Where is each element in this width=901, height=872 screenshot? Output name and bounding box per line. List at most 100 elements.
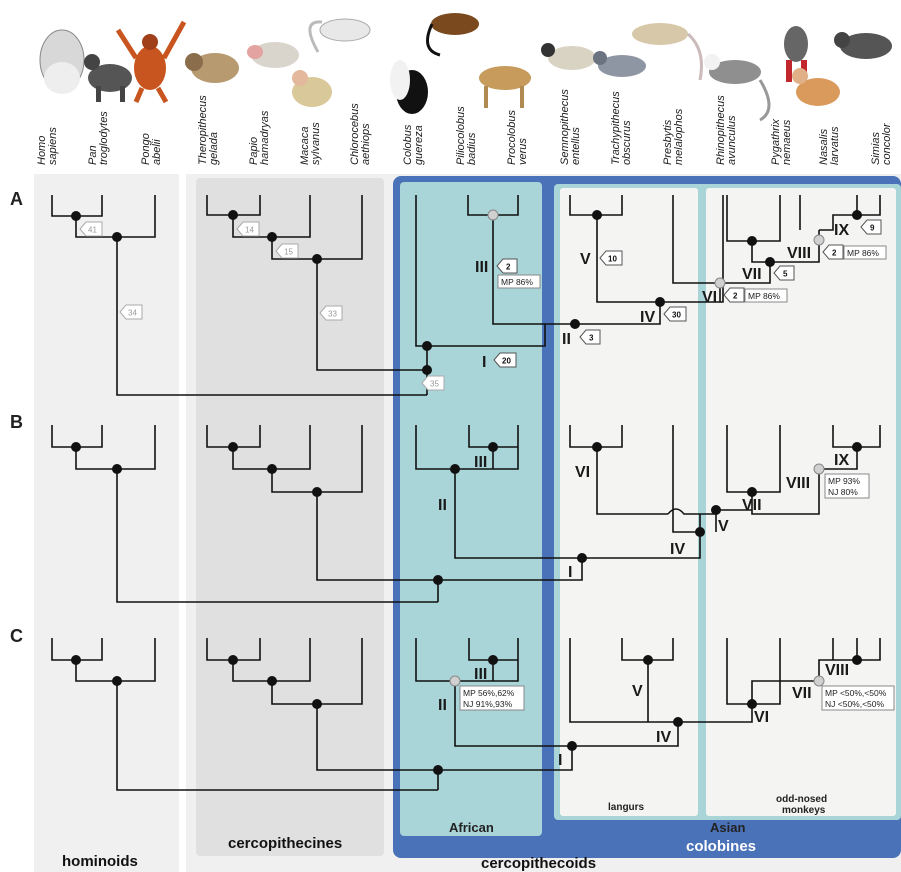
taxon-genus: Nasalis bbox=[818, 128, 830, 165]
node-uncertain bbox=[813, 234, 825, 246]
group-label-cercopithecines: cercopithecines bbox=[228, 835, 342, 852]
clade-label: IV bbox=[670, 541, 685, 558]
support-value: NJ 80% bbox=[828, 487, 858, 497]
langurs-box bbox=[560, 188, 698, 816]
clade-label: VI bbox=[754, 709, 769, 726]
panel-label-b: B bbox=[10, 412, 23, 432]
taxon-genus: Chlorocebus bbox=[349, 103, 361, 165]
taxon-species: abelii bbox=[151, 139, 163, 165]
group-label-asian: Asian bbox=[710, 820, 745, 835]
group-label-colobines: colobines bbox=[686, 838, 756, 855]
support-value: MP <50%,<50% bbox=[825, 688, 887, 698]
red-colobus-icon bbox=[426, 13, 479, 57]
support-badge: 9 bbox=[860, 219, 882, 235]
node bbox=[267, 676, 277, 686]
badge-value: 35 bbox=[430, 380, 439, 389]
node bbox=[228, 442, 238, 452]
clade-label: III bbox=[475, 259, 488, 276]
taxon-genus: Homo bbox=[36, 136, 48, 165]
taxon-genus: Procolobus bbox=[506, 109, 518, 165]
node bbox=[673, 717, 683, 727]
node-uncertain bbox=[487, 209, 499, 221]
node bbox=[112, 676, 122, 686]
panel-label-c: C bbox=[10, 626, 23, 646]
cercopithecines-box bbox=[196, 178, 384, 856]
hominoids-box bbox=[34, 174, 179, 872]
taxon-genus: Pygathrix bbox=[770, 119, 782, 165]
taxon-genus: Piliocolobus bbox=[455, 106, 467, 165]
clade-label: VIII bbox=[825, 662, 849, 679]
node bbox=[643, 655, 653, 665]
support-badge: 15 bbox=[275, 243, 299, 259]
badge-value: 2 bbox=[506, 263, 511, 272]
support-value: NJ <50%,<50% bbox=[825, 699, 885, 709]
taxon-species: avunculus bbox=[726, 115, 738, 165]
clade-label: VI bbox=[575, 464, 590, 481]
support-badge: 14 bbox=[236, 221, 260, 237]
taxon-genus: Macaca bbox=[299, 126, 311, 165]
vervet-icon bbox=[308, 18, 371, 53]
clade-label: II bbox=[562, 331, 571, 348]
node bbox=[592, 210, 602, 220]
support-value: MP 56%,62% bbox=[463, 688, 515, 698]
taxon-species: melalophos bbox=[673, 108, 685, 165]
badge-value: 30 bbox=[672, 311, 681, 320]
node-uncertain bbox=[449, 675, 461, 687]
support-badge: 33 bbox=[319, 305, 343, 321]
odd-nosed-box bbox=[706, 188, 896, 816]
support-badge: 5 bbox=[773, 265, 795, 281]
snub-nosed-icon bbox=[704, 54, 771, 122]
clade-label: II bbox=[438, 697, 447, 714]
group-label-african: African bbox=[449, 820, 494, 835]
node-uncertain bbox=[714, 277, 726, 289]
support-badge: 2 bbox=[723, 287, 745, 303]
dusky-langur-icon bbox=[593, 51, 646, 77]
clade-label: I bbox=[482, 354, 486, 371]
taxon-species: verus bbox=[517, 138, 529, 165]
node bbox=[228, 655, 238, 665]
clade-label: V bbox=[580, 251, 591, 268]
chimpanzee-icon bbox=[84, 54, 132, 102]
olive-colobus-icon bbox=[479, 66, 531, 108]
badge-value: 15 bbox=[284, 248, 293, 257]
taxon-genus: Theropithecus bbox=[197, 95, 209, 165]
node bbox=[422, 341, 432, 351]
node bbox=[228, 210, 238, 220]
baboon-icon bbox=[247, 42, 299, 68]
badge-value: 10 bbox=[608, 255, 617, 264]
panel-a-clade-labels: I II III IV V VI VII VIII IX bbox=[475, 222, 849, 371]
support-badge: 2 bbox=[496, 258, 518, 274]
panel-c-clade-labels: I II III IV V VI VII VIII MP 56%,62% NJ … bbox=[438, 662, 895, 769]
clade-label: III bbox=[474, 454, 487, 471]
taxon-species: concolor bbox=[881, 122, 893, 165]
clade-label: VI bbox=[702, 289, 717, 306]
group-label-hominoids: hominoids bbox=[62, 853, 138, 870]
clade-label: II bbox=[438, 497, 447, 514]
taxon-genus: Rhinopithecus bbox=[715, 95, 727, 165]
support-badge: 10 bbox=[599, 250, 623, 266]
badge-value: 9 bbox=[870, 224, 875, 233]
node bbox=[71, 655, 81, 665]
node bbox=[488, 442, 498, 452]
node bbox=[747, 699, 757, 709]
taxon-genus: Papio bbox=[248, 137, 260, 165]
node bbox=[312, 699, 322, 709]
badge-value: 34 bbox=[128, 309, 137, 318]
macaque-icon bbox=[292, 70, 332, 107]
group-label-langurs: langurs bbox=[608, 802, 645, 813]
badge-value: 41 bbox=[88, 226, 97, 235]
clade-label: VII bbox=[792, 685, 812, 702]
clade-label: IV bbox=[656, 729, 671, 746]
node bbox=[488, 655, 498, 665]
node bbox=[747, 236, 757, 246]
clade-label: I bbox=[568, 564, 572, 581]
taxon-species: gelada bbox=[208, 132, 220, 165]
node bbox=[312, 254, 322, 264]
support-badge: 30 bbox=[663, 306, 687, 322]
clade-label: V bbox=[718, 518, 729, 535]
node bbox=[852, 442, 862, 452]
node bbox=[433, 575, 443, 585]
badge-value: 14 bbox=[245, 226, 254, 235]
taxon-species: entellus bbox=[570, 127, 582, 165]
clade-label: III bbox=[474, 666, 487, 683]
